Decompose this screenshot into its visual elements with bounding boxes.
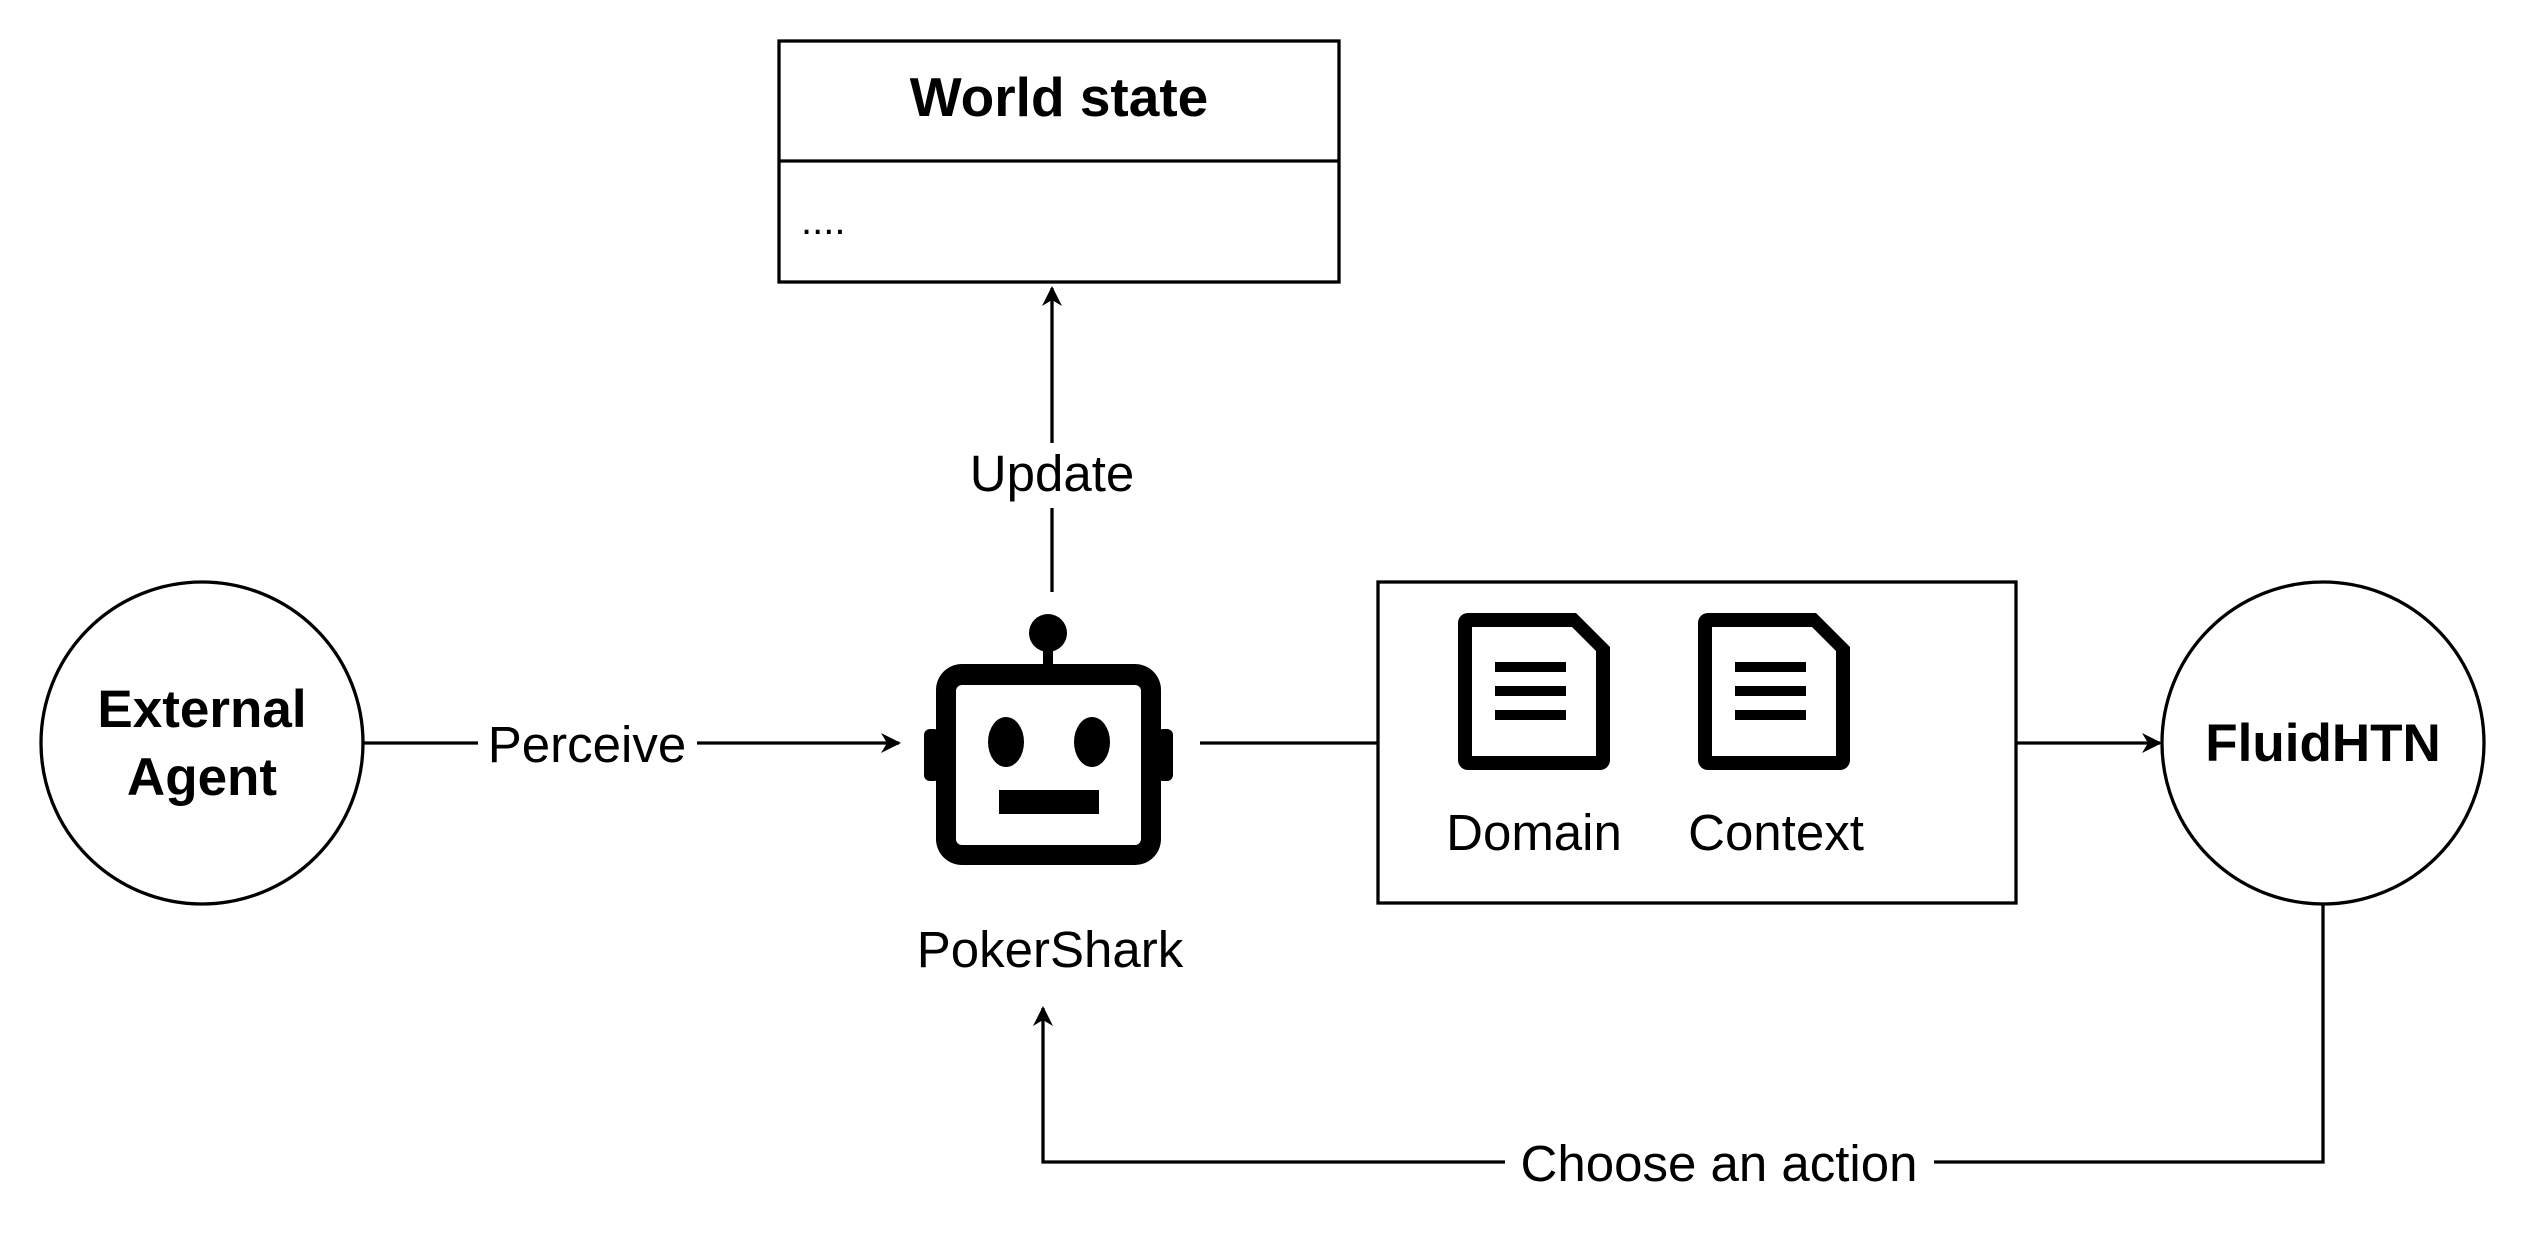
external-agent-line2: Agent [127,748,277,807]
domain-label: Domain [1446,804,1622,861]
pokershark-node[interactable]: PokerShark [917,614,1184,978]
robot-icon [924,614,1173,865]
external-agent-line1: External [97,680,306,739]
choose-action-line-right [1934,904,2325,1164]
update-label: Update [970,445,1134,502]
context-document-icon [1698,613,1850,770]
perceive-label: Perceive [488,716,686,773]
choose-action-label: Choose an action [1521,1135,1918,1192]
pokershark-label: PokerShark [917,921,1184,978]
choose-action-edge: Choose an action [1033,904,2325,1192]
choose-action-line-left [1033,1006,1505,1164]
perceive-edge: Perceive [363,716,901,773]
context-label: Context [1688,804,1864,861]
update-edge: Update [970,286,1134,592]
domain-context-node[interactable]: Domain Context [1376,580,2018,905]
domain-document-icon [1458,613,1610,770]
world-state-node[interactable]: World state .... [777,39,1341,284]
fluidhtn-node[interactable]: FluidHTN [2160,580,2486,906]
world-state-title: World state [910,66,1208,128]
world-state-body: .... [801,199,845,243]
fluidhtn-label: FluidHTN [2205,714,2441,773]
external-agent-node[interactable]: External Agent [39,580,365,906]
